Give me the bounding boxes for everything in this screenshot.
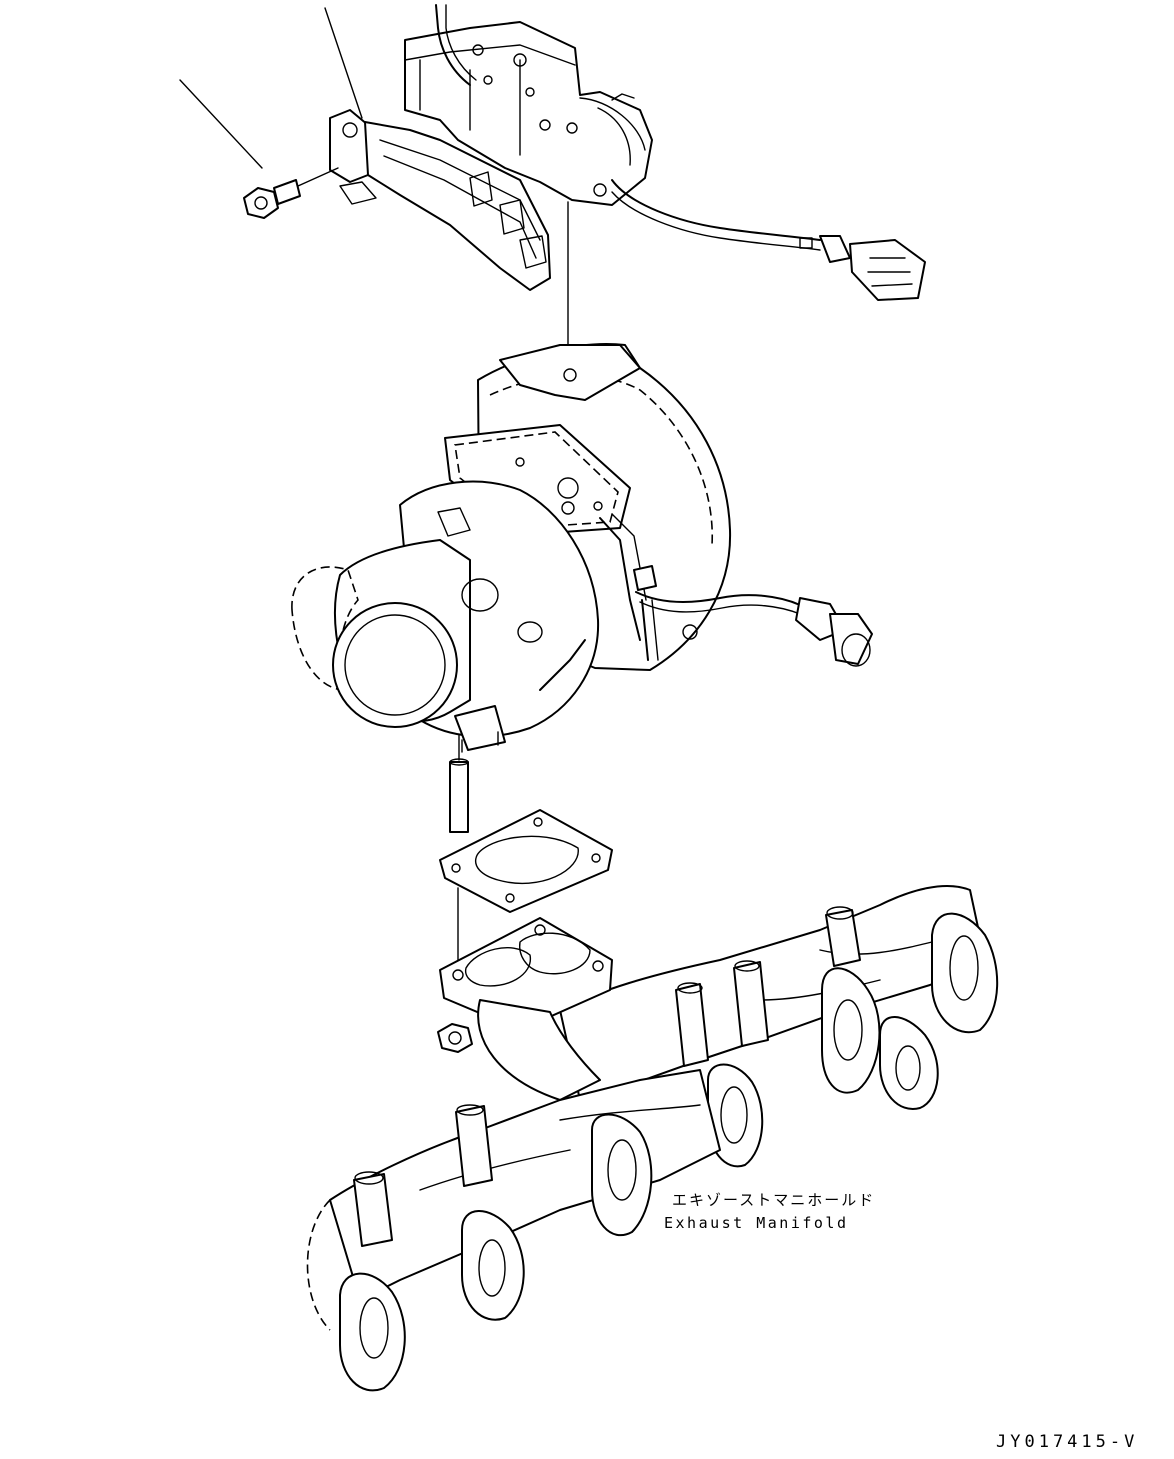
harness-bracket bbox=[329, 109, 551, 291]
flange-bolt bbox=[243, 167, 339, 219]
actuator-module bbox=[404, 4, 821, 251]
drawing-code: JY017415-V bbox=[996, 1432, 1139, 1452]
flange-nut bbox=[437, 1023, 473, 1053]
exhaust-manifold-label-jp: エキゾーストマニホールド bbox=[672, 1191, 876, 1209]
exhaust-manifold-label-en: Exhaust Manifold bbox=[664, 1214, 849, 1232]
leader-line-bracket bbox=[324, 7, 363, 119]
exhaust-manifold bbox=[306, 884, 999, 1392]
turbo-gasket bbox=[439, 809, 613, 913]
sensor-connector-lower bbox=[635, 591, 873, 667]
leader-line-bolt bbox=[179, 79, 263, 169]
turbocharger bbox=[291, 343, 732, 753]
sensor-connector-upper bbox=[799, 235, 926, 301]
stud-pin bbox=[449, 758, 469, 833]
